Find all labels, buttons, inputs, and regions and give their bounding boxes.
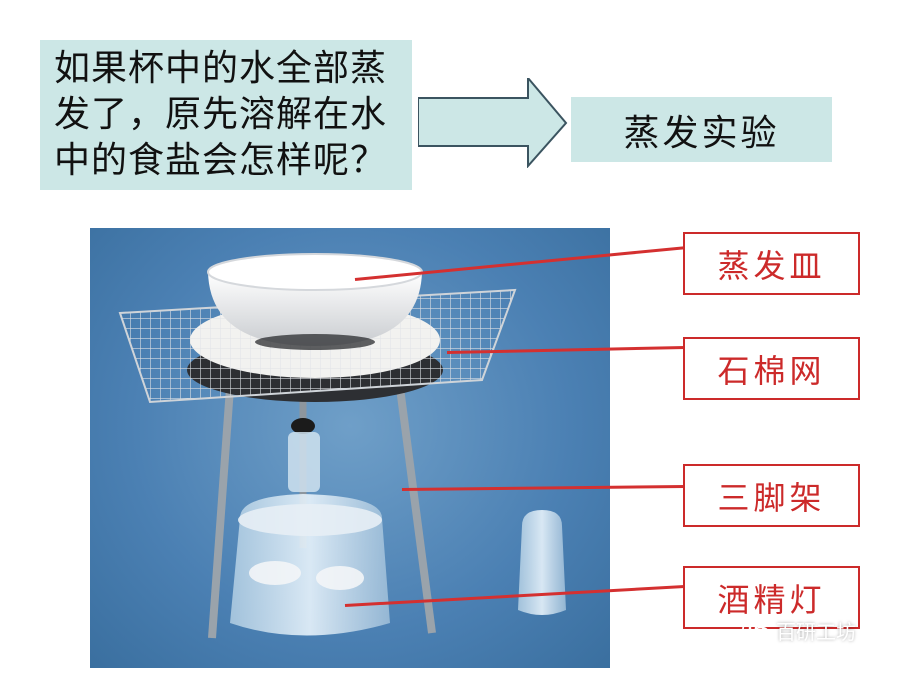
label-evaporating-dish: 蒸发皿 (683, 232, 860, 295)
apparatus-photo (90, 228, 610, 668)
apparatus-illustration (118, 253, 566, 639)
label-text-evaporating-dish: 蒸发皿 (717, 246, 826, 285)
label-asbestos-gauze: 石棉网 (683, 337, 860, 400)
watermark-text: 百研工坊 (776, 620, 856, 644)
right-arrow-icon (418, 78, 568, 168)
label-text-alcohol-lamp: 酒精灯 (717, 580, 826, 619)
question-line-3: 中的食盐会怎样呢？ (54, 140, 388, 181)
label-text-tripod: 三脚架 (717, 478, 826, 517)
label-alcohol-lamp: 酒精灯 (683, 566, 860, 629)
experiment-title: 蒸发实验 (623, 112, 780, 154)
question-line-2: 发了，原先溶解在水 (54, 94, 388, 135)
watermark: 百研工坊 (742, 616, 856, 645)
question-line-1: 如果杯中的水全部蒸 (54, 48, 388, 89)
label-text-asbestos-gauze: 石棉网 (717, 351, 826, 390)
label-tripod: 三脚架 (683, 464, 860, 527)
question-box: 如果杯中的水全部蒸 发了，原先溶解在水 中的食盐会怎样呢？ (40, 40, 412, 190)
wechat-icon (742, 619, 770, 641)
title-box: 蒸发实验 (571, 97, 832, 162)
